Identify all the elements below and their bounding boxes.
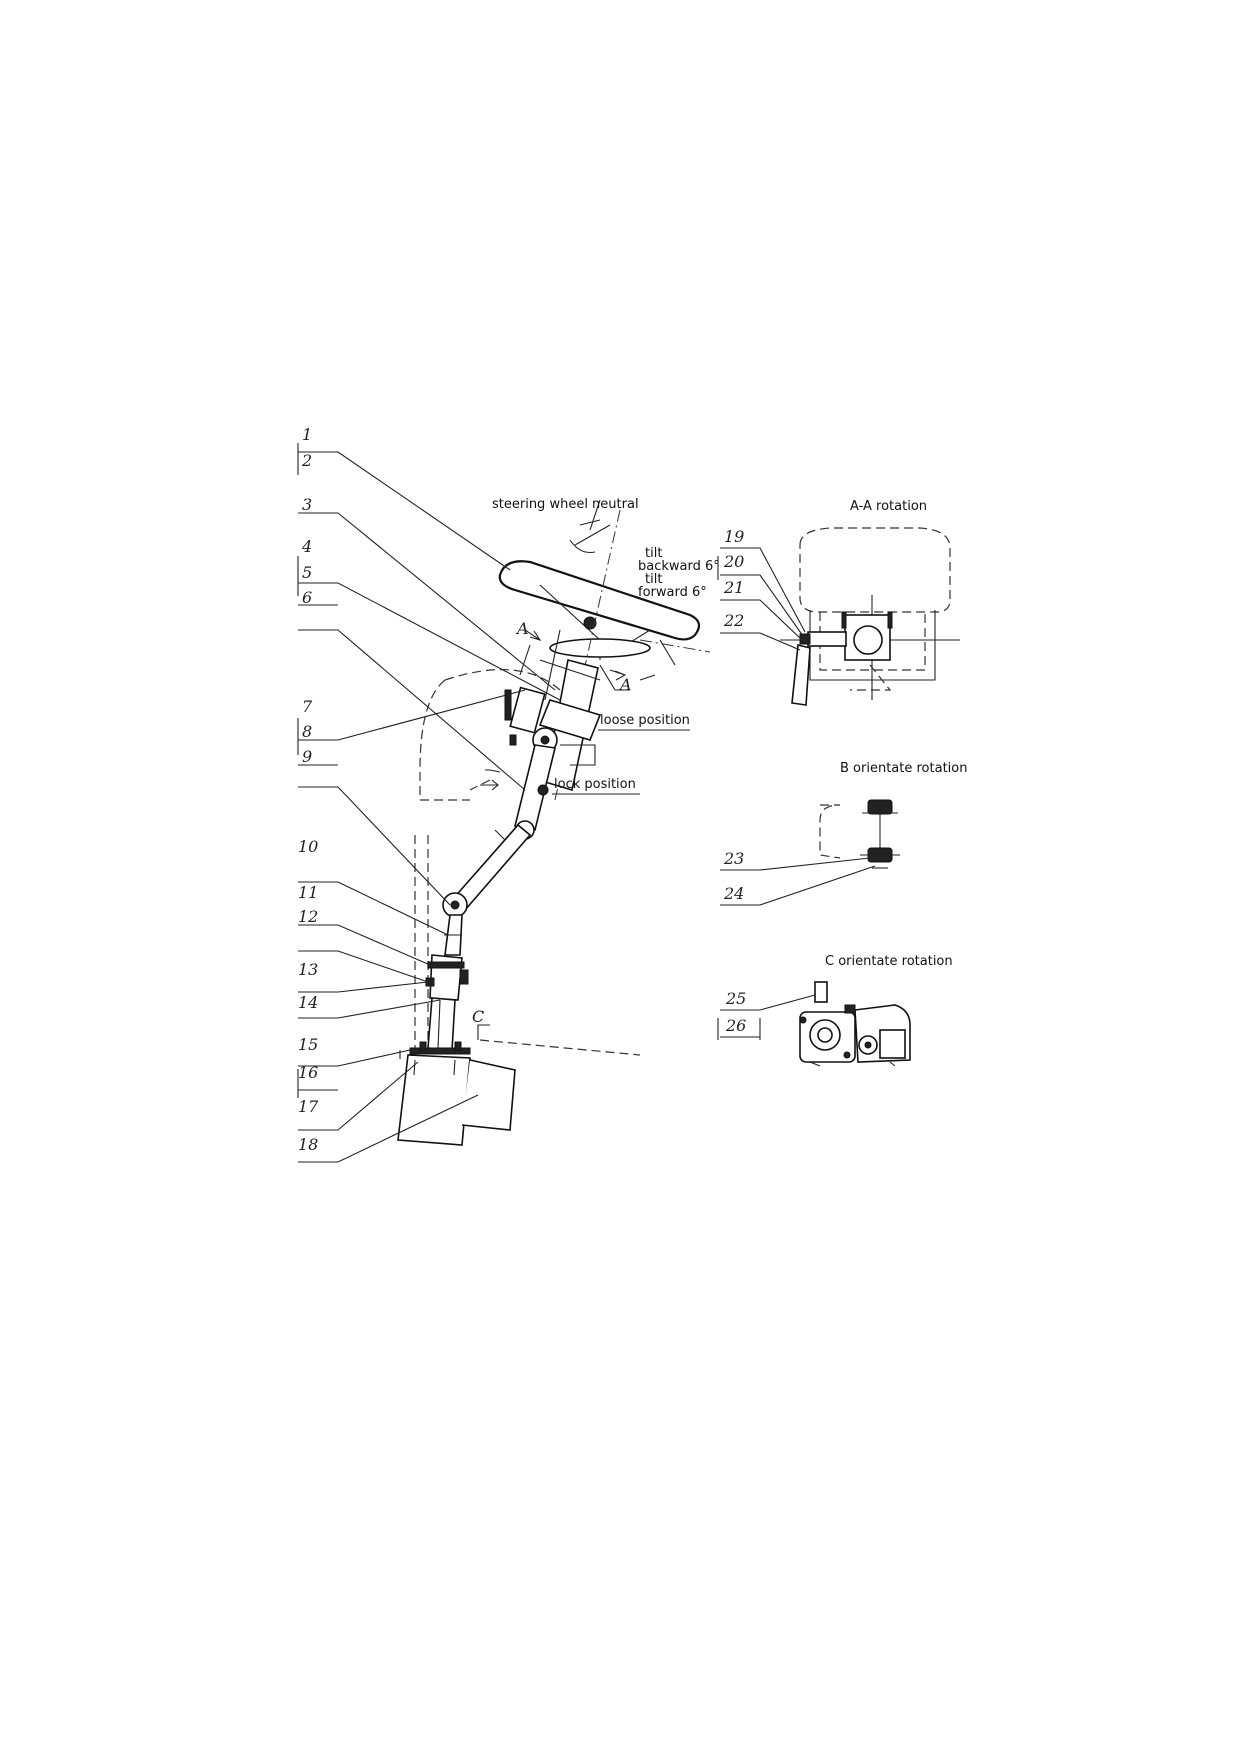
callout-8: 8 — [302, 722, 312, 741]
view-c-title: C orientate rotation — [825, 954, 953, 969]
callout-16: 16 — [298, 1063, 318, 1082]
callout-4: 4 — [301, 537, 312, 556]
section-c-mark: C — [472, 1007, 484, 1026]
callout-13: 13 — [298, 960, 318, 979]
tilt-bracket — [504, 686, 596, 840]
callout-25: 25 — [725, 989, 746, 1008]
callouts-view-c: 25 26 — [717, 989, 816, 1040]
callout-7: 7 — [302, 697, 313, 716]
view-a-a: A-A rotation — [780, 499, 960, 706]
loose-position-label: loose position — [600, 713, 690, 728]
callouts-view-b: 23 24 — [720, 849, 876, 906]
callout-leaders — [297, 443, 561, 1163]
callout-19: 19 — [724, 527, 744, 546]
callout-23: 23 — [723, 849, 744, 868]
callout-12: 12 — [298, 907, 318, 926]
callout-5: 5 — [302, 563, 312, 582]
forward-label: forward 6° — [638, 585, 707, 600]
callout-26: 26 — [725, 1016, 746, 1035]
lock-position-label: lock position — [554, 777, 636, 792]
section-a-top: A — [515, 619, 529, 638]
callout-17: 17 — [298, 1097, 319, 1116]
callout-6: 6 — [302, 588, 312, 607]
steering-wheel — [498, 560, 701, 660]
callout-2: 2 — [301, 451, 312, 470]
callout-20: 20 — [723, 552, 744, 571]
annotations-main: steering wheel neutral tilt backward 6° … — [472, 497, 720, 1026]
view-b: B orientate rotation — [819, 761, 967, 869]
callouts-view-a: 19 20 21 22 — [717, 527, 806, 651]
steering-gear-box — [397, 1054, 516, 1146]
view-a-title: A-A rotation — [850, 499, 927, 514]
callout-21: 21 — [723, 578, 744, 597]
section-a-bottom: A — [618, 675, 632, 694]
universal-joint — [442, 892, 468, 956]
callout-11: 11 — [298, 883, 318, 902]
callout-1: 1 — [302, 425, 312, 444]
view-b-title: B orientate rotation — [840, 761, 967, 776]
backward-label: backward 6° — [638, 559, 720, 574]
view-c: C orientate rotation — [799, 954, 953, 1067]
callout-3: 3 — [302, 495, 312, 514]
callouts-main: 1 2 3 4 5 6 7 8 9 10 11 12 13 14 15 16 1… — [298, 425, 319, 1154]
steering-wheel-neutral-label: steering wheel neutral — [492, 497, 639, 512]
callout-10: 10 — [298, 837, 318, 856]
callout-14: 14 — [298, 993, 318, 1012]
steering-column-lower — [409, 954, 471, 1055]
main-assembly-view — [397, 499, 711, 1146]
callout-24: 24 — [723, 884, 744, 903]
callout-18: 18 — [298, 1135, 318, 1154]
callout-22: 22 — [723, 611, 744, 630]
callout-15: 15 — [298, 1035, 318, 1054]
tilt-label-2: tilt — [645, 572, 662, 587]
callout-9: 9 — [302, 747, 312, 766]
tilt-label-1: tilt — [645, 546, 662, 561]
